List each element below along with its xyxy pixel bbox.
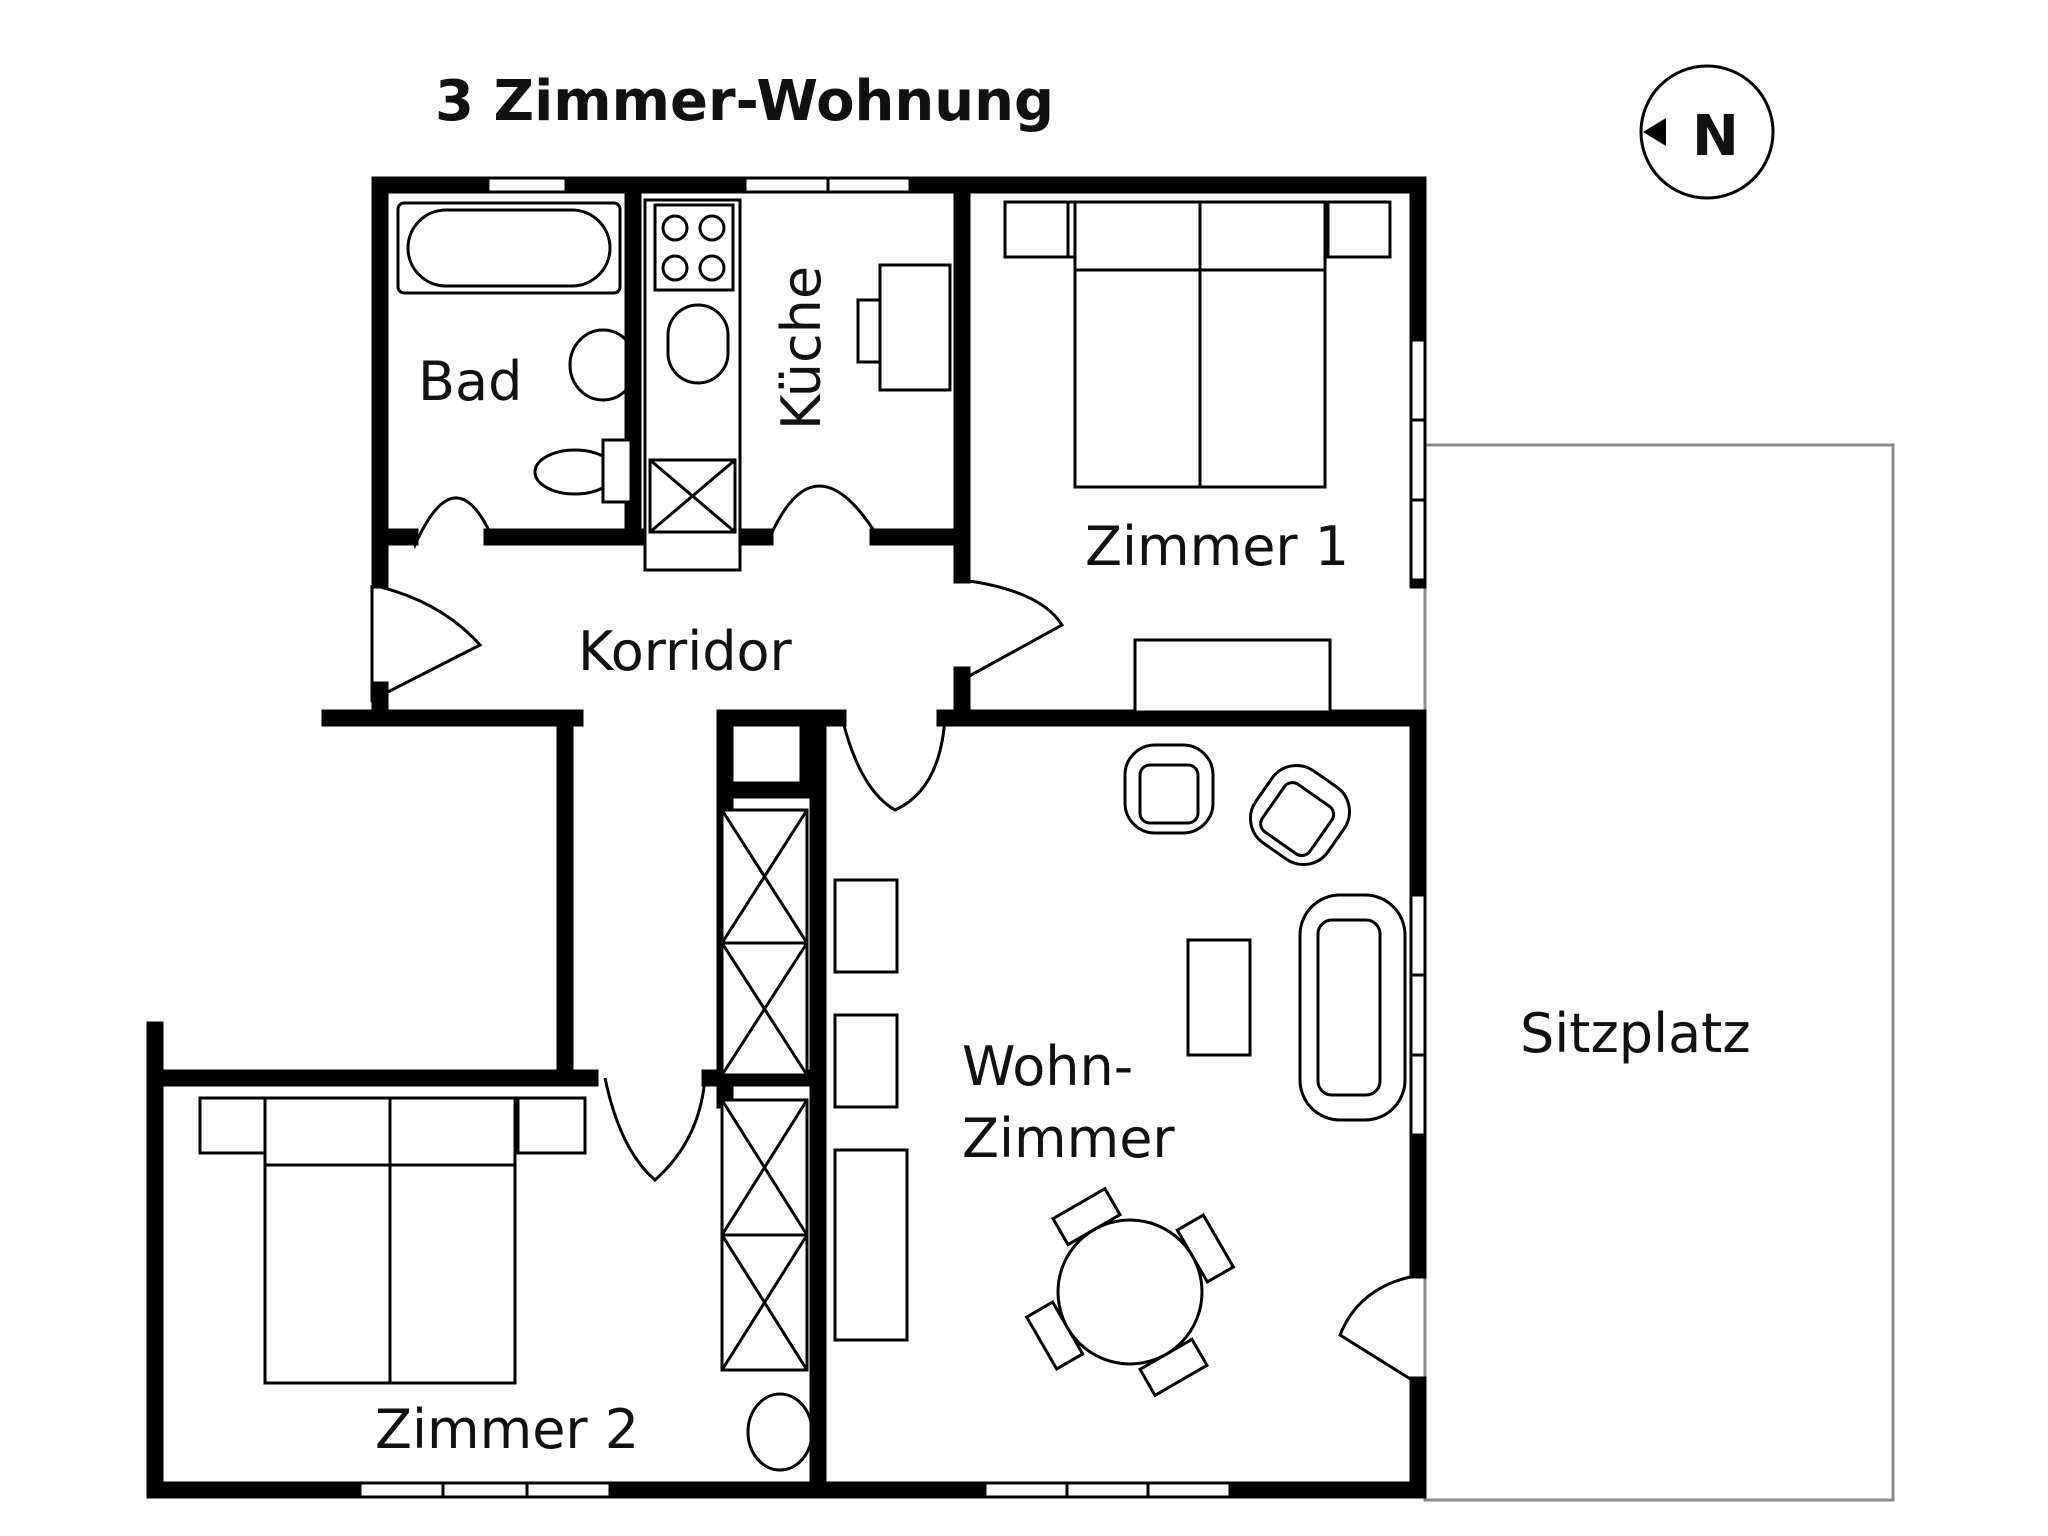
sofa-icon <box>1298 893 1407 1122</box>
kitchen-fixtures <box>643 198 952 572</box>
wohnzimmer-furniture <box>833 743 1407 1398</box>
sink-icon <box>568 328 638 402</box>
sitzplatz-area <box>1423 443 1895 1502</box>
room-label-korridor: Korridor <box>578 620 793 683</box>
room-label-wohn-line2: Zimmer <box>962 1107 1175 1170</box>
armchair-icon <box>1123 743 1215 835</box>
bathtub-icon <box>396 201 622 295</box>
room-label-kueche: Küche <box>770 266 833 430</box>
kitchen-table <box>878 263 952 392</box>
room-label-wohn-line1: Wohn- <box>962 1035 1133 1098</box>
room-label-zimmer1: Zimmer 1 <box>1085 515 1349 578</box>
room-label-bad: Bad <box>418 350 522 413</box>
north-arrow-icon <box>1643 118 1666 146</box>
north-label: N <box>1692 104 1739 169</box>
stove-icon <box>653 203 735 292</box>
doors <box>370 484 1421 1387</box>
sideboard <box>833 1148 909 1342</box>
plan-title: 3 Zimmer-Wohnung <box>435 69 1054 134</box>
kitchen-sink-icon <box>666 303 730 385</box>
zimmer1-furniture <box>1003 200 1392 714</box>
north-compass: N <box>1639 64 1775 200</box>
zimmer2-furniture <box>198 1096 587 1385</box>
kitchen-counter <box>643 198 742 572</box>
zimmer2-sink-icon <box>746 1392 814 1472</box>
room-label-zimmer2: Zimmer 2 <box>375 1398 639 1461</box>
dining-table-icon <box>1024 1186 1236 1398</box>
wardrobes <box>720 808 814 1472</box>
bathroom-fixtures <box>396 201 638 504</box>
kitchen-cabinet <box>648 458 737 534</box>
windows <box>358 176 1427 1499</box>
armchair-icon <box>1249 764 1351 866</box>
room-label-sitzplatz: Sitzplatz <box>1520 1002 1751 1065</box>
desk <box>1133 638 1332 714</box>
coffee-table <box>1186 938 1252 1057</box>
